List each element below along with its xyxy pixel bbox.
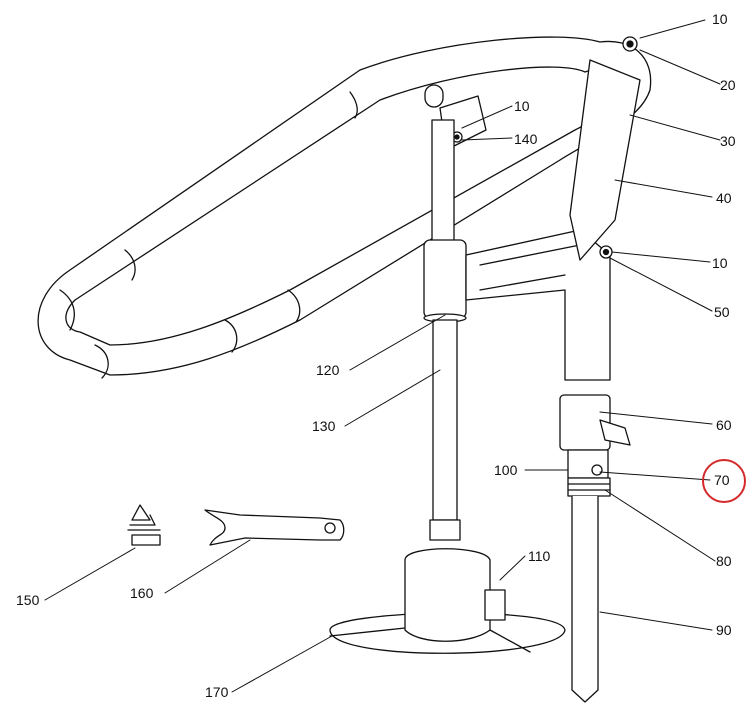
callout-130: 130 (312, 418, 336, 434)
callout-40: 40 (716, 190, 732, 206)
wrench-160 (204, 509, 345, 546)
column-130 (423, 119, 467, 541)
callout-10-bracket: 10 (514, 98, 530, 114)
callout-80: 80 (716, 553, 732, 569)
plunger (559, 394, 631, 703)
callout-70: 70 (714, 472, 730, 488)
callout-10-arm: 10 (712, 255, 728, 271)
callout-20: 20 (720, 77, 736, 93)
arm (465, 229, 611, 381)
callout-170: 170 (205, 684, 229, 700)
leader-lines (44, 19, 721, 693)
callout-10-top: 10 (712, 11, 728, 27)
callout-110: 110 (528, 548, 551, 564)
callout-140: 140 (514, 131, 538, 147)
callout-30: 30 (720, 133, 736, 149)
callout-60: 60 (716, 417, 732, 433)
callout-100: 100 (494, 462, 518, 478)
handle-30 (37, 36, 652, 379)
base-170 (329, 548, 566, 654)
callout-150: 150 (16, 592, 40, 608)
callout-90: 90 (716, 622, 732, 638)
link-40 (569, 36, 641, 261)
highlight-circle (702, 459, 746, 503)
callout-50: 50 (714, 304, 730, 320)
callout-120: 120 (316, 362, 340, 378)
nozzle-150 (127, 504, 161, 546)
callout-160: 160 (130, 585, 154, 601)
